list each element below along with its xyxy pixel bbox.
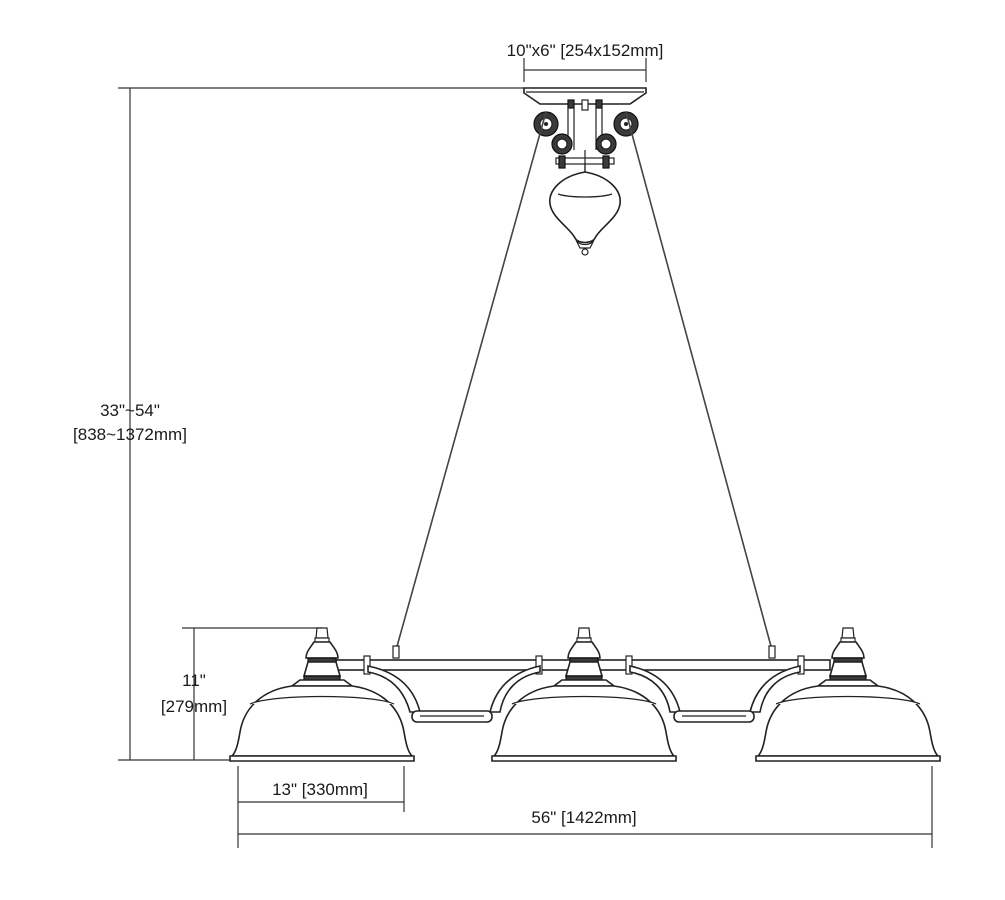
pulley-wheel-left [533, 111, 559, 137]
dimension-lines [118, 58, 933, 848]
counterweight [549, 164, 621, 256]
arm-connectors [367, 665, 801, 723]
overall-width-label: 56" [1422mm] [531, 808, 636, 827]
suspension-cables [392, 111, 776, 659]
ceiling-canopy [523, 87, 647, 111]
pulley-assembly [533, 106, 639, 176]
overall-height-metric-label: [838~1372mm] [73, 425, 187, 444]
shade-width-label: 13" [330mm] [272, 780, 368, 799]
pulley-wheel-right [613, 111, 639, 137]
pulley-wheel-inner-left [551, 133, 573, 155]
shade-right [755, 627, 941, 762]
pulley-wheel-inner-right [595, 133, 617, 155]
shade-height-imperial-label: 11" [182, 671, 206, 690]
shade-left [229, 627, 415, 762]
shade-height-metric-label: [279mm] [161, 697, 227, 716]
shade-center [491, 627, 677, 762]
overall-height-imperial-label: 33"~54" [100, 401, 160, 420]
canopy-dimension-label: 10"x6" [254x152mm] [507, 41, 664, 60]
